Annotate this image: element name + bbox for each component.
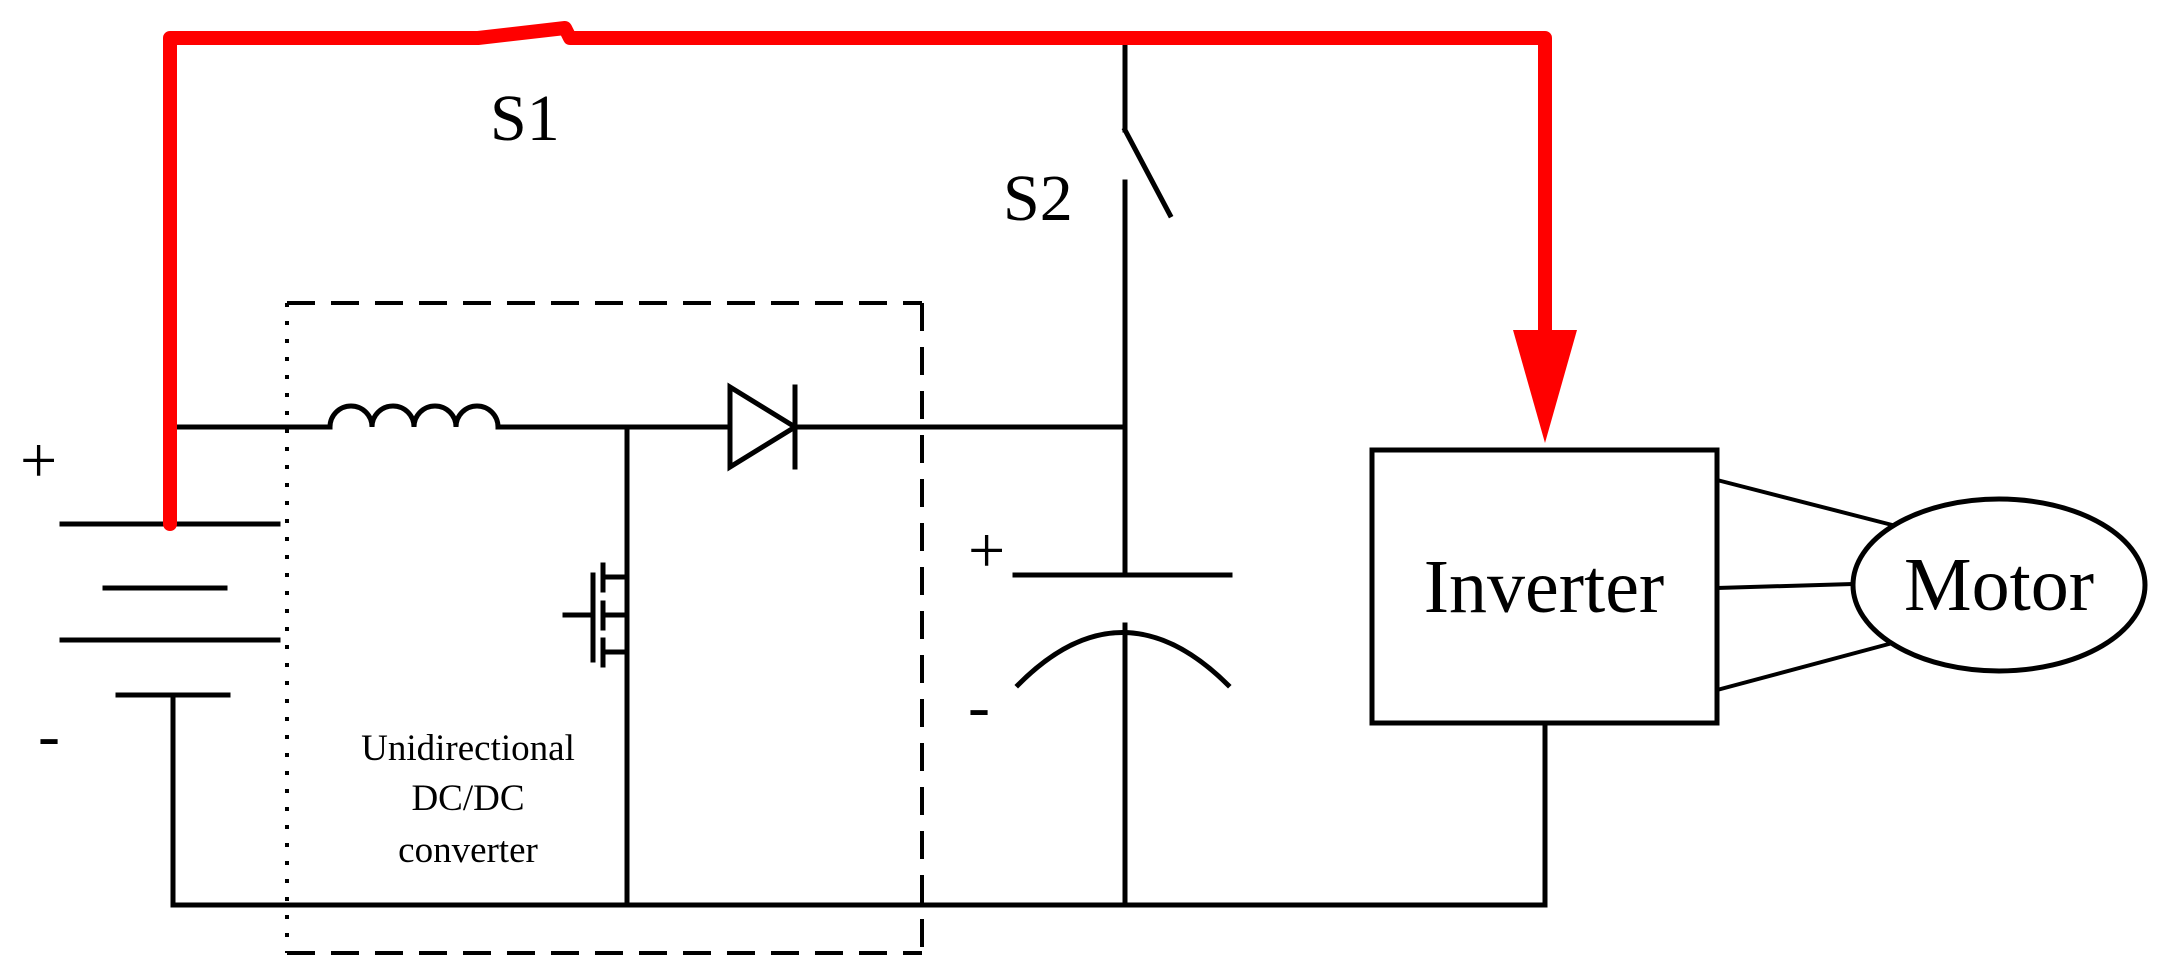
switch-s1-label: S1 bbox=[490, 82, 560, 155]
diode-icon bbox=[727, 382, 800, 472]
capacitor-icon bbox=[1012, 572, 1233, 689]
battery-icon bbox=[59, 521, 281, 698]
switch-s2-icon bbox=[1121, 37, 1174, 430]
inverter-label: Inverter bbox=[1424, 545, 1665, 629]
phase-wires bbox=[1716, 478, 1901, 692]
inductor-icon bbox=[327, 403, 501, 430]
ground-wire bbox=[170, 424, 1548, 908]
motor-label: Motor bbox=[1904, 543, 2094, 627]
switch-s2-label: S2 bbox=[1003, 162, 1073, 235]
converter-caption-line3: converter bbox=[398, 830, 538, 871]
converter-boundary bbox=[285, 301, 924, 955]
dc-bus-wire bbox=[167, 424, 1128, 908]
battery-minus-label: - bbox=[38, 699, 60, 772]
converter-caption-line2: DC/DC bbox=[411, 778, 524, 819]
motor-icon bbox=[1850, 496, 2148, 674]
capacitor-minus-label: - bbox=[968, 670, 990, 743]
bypass-power-path bbox=[163, 21, 1577, 531]
capacitor-plus-label: + bbox=[968, 514, 1005, 587]
mosfet-icon bbox=[562, 562, 630, 668]
battery-plus-label: + bbox=[20, 424, 57, 497]
converter-caption-line1: Unidirectional bbox=[361, 728, 575, 769]
